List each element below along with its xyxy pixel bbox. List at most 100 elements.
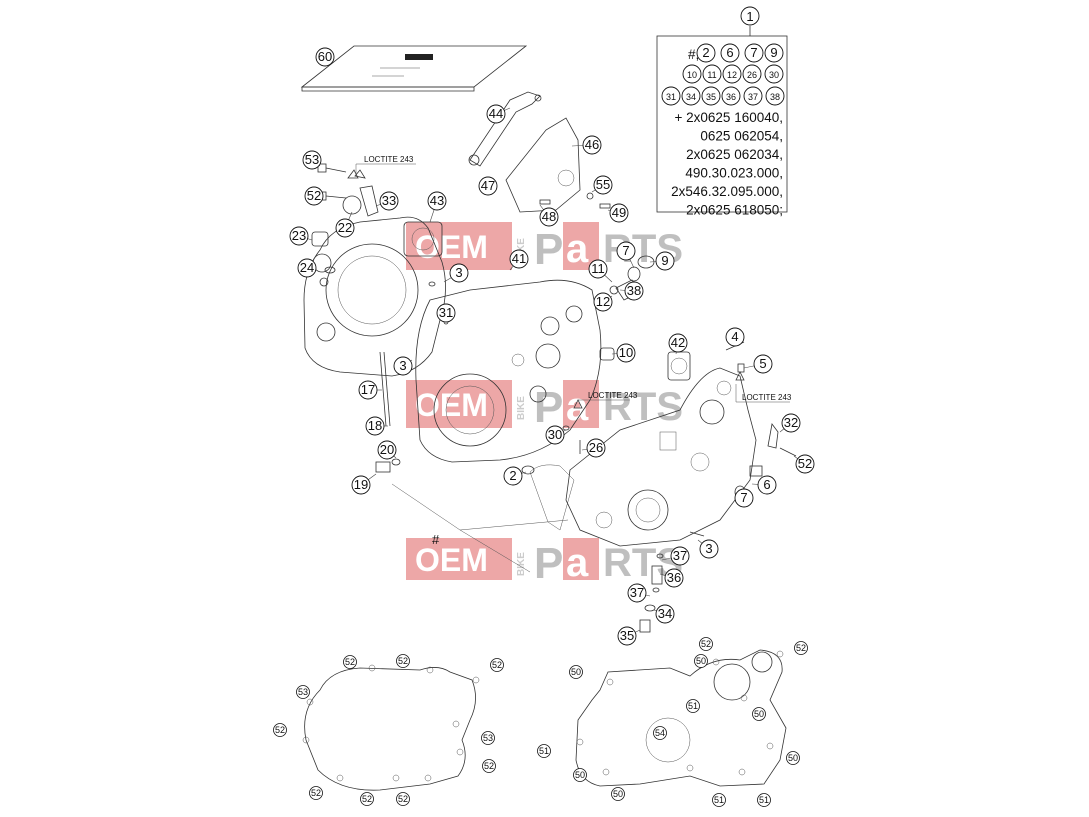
kit-part-line: + 2x0625 160040, xyxy=(675,110,783,125)
part-callout-43: 43 xyxy=(427,191,447,211)
hash-label: # xyxy=(432,532,440,547)
hash-bracket xyxy=(391,483,569,573)
svg-text:36: 36 xyxy=(667,570,681,585)
svg-text:38: 38 xyxy=(627,283,641,298)
svg-text:30: 30 xyxy=(548,427,562,442)
watermark-bottom: OEM BIKE P a RTS xyxy=(406,538,683,588)
svg-text:54: 54 xyxy=(655,728,665,738)
part-callout-5: 5 xyxy=(753,354,773,374)
kit-part-callout: 37 xyxy=(743,86,763,106)
kit-part-callout: 6 xyxy=(720,43,740,63)
svg-text:48: 48 xyxy=(542,209,556,224)
svg-text:3: 3 xyxy=(705,541,712,556)
svg-text:5: 5 xyxy=(759,356,766,371)
gasket-callout-52: 52 xyxy=(396,654,410,668)
gasket-callout-52: 52 xyxy=(794,641,808,655)
kit-part-line: 2x0625 062034, xyxy=(686,147,783,162)
part-callout-20: 20 xyxy=(377,440,397,460)
svg-text:35: 35 xyxy=(706,92,716,102)
svg-text:38: 38 xyxy=(770,92,780,102)
svg-text:22: 22 xyxy=(338,220,352,235)
kit-part-callout: 38 xyxy=(765,86,785,106)
svg-text:OEM: OEM xyxy=(415,542,488,578)
kit-part-line: 2x0625 618050; xyxy=(686,203,783,218)
kit-part-callout: 31 xyxy=(661,86,681,106)
manual-booklet xyxy=(300,45,528,92)
part-callout-24: 24 xyxy=(297,258,317,278)
gasket-callout-53: 53 xyxy=(296,685,310,699)
svg-text:53: 53 xyxy=(298,687,308,697)
part-callout-53: 53 xyxy=(302,150,322,170)
part-callout-49: 49 xyxy=(609,203,629,223)
gasket-callout-50: 50 xyxy=(694,654,708,668)
svg-text:2: 2 xyxy=(509,468,516,483)
svg-text:52: 52 xyxy=(307,188,321,203)
kit-callout: 1 xyxy=(740,6,760,26)
clutch-cover-gasket xyxy=(302,664,480,791)
svg-text:49: 49 xyxy=(612,205,626,220)
svg-text:RTS: RTS xyxy=(603,385,683,429)
kit-part-callout: 34 xyxy=(681,86,701,106)
part-callout-7: 7 xyxy=(616,241,636,261)
kit-part-callout: 35 xyxy=(701,86,721,106)
part-callout-19: 19 xyxy=(351,475,371,495)
kit-part-callout: 36 xyxy=(721,86,741,106)
svg-text:36: 36 xyxy=(726,92,736,102)
svg-text:30: 30 xyxy=(769,70,779,80)
svg-text:7: 7 xyxy=(740,490,747,505)
svg-text:26: 26 xyxy=(589,440,603,455)
svg-text:OEM: OEM xyxy=(415,229,488,265)
svg-text:OEM: OEM xyxy=(415,387,488,423)
svg-text:12: 12 xyxy=(596,294,610,309)
svg-text:53: 53 xyxy=(483,733,493,743)
svg-text:18: 18 xyxy=(368,418,382,433)
svg-text:1: 1 xyxy=(746,9,753,24)
part-callout-38: 38 xyxy=(624,281,644,301)
part-callout-46: 46 xyxy=(582,135,602,155)
part-callout-23: 23 xyxy=(289,226,309,246)
gasket-callout-52: 52 xyxy=(309,786,323,800)
svg-text:43: 43 xyxy=(430,193,444,208)
kit-box xyxy=(656,26,788,213)
svg-text:34: 34 xyxy=(686,92,696,102)
gasket-callout-52: 52 xyxy=(490,658,504,672)
svg-text:6: 6 xyxy=(763,477,770,492)
svg-text:7: 7 xyxy=(750,45,757,60)
svg-text:50: 50 xyxy=(571,667,581,677)
svg-text:a: a xyxy=(566,385,589,429)
kit-lead: #, xyxy=(688,47,699,62)
gasket-callout-52: 52 xyxy=(482,759,496,773)
part-callout-31: 31 xyxy=(436,303,456,323)
gasket-callout-52: 52 xyxy=(360,792,374,806)
svg-text:52: 52 xyxy=(275,725,285,735)
svg-text:17: 17 xyxy=(361,382,375,397)
part-callout-3: 3 xyxy=(449,263,469,283)
gasket-callout-53: 53 xyxy=(481,731,495,745)
part-callout-10: 10 xyxy=(616,343,636,363)
svg-text:34: 34 xyxy=(658,606,672,621)
kit-part-callout: 30 xyxy=(764,64,784,84)
part-callout-48: 48 xyxy=(539,207,559,227)
loctite-label: LOCTITE 243 xyxy=(588,391,638,400)
svg-text:3: 3 xyxy=(455,265,462,280)
svg-text:3: 3 xyxy=(399,358,406,373)
svg-text:7: 7 xyxy=(622,243,629,258)
loctite-label: LOCTITE 243 xyxy=(742,393,792,402)
watermark-middle: OEM BIKE P a RTS xyxy=(406,380,683,432)
part-callout-11: 11 xyxy=(588,259,608,279)
svg-text:50: 50 xyxy=(575,770,585,780)
gasket-callout-52: 52 xyxy=(396,792,410,806)
svg-text:52: 52 xyxy=(492,660,502,670)
part-callout-60: 60 xyxy=(315,47,335,67)
part-callout-32: 32 xyxy=(781,413,801,433)
svg-text:31: 31 xyxy=(439,305,453,320)
crankcase-gasket xyxy=(529,464,575,531)
part-callout-35: 35 xyxy=(617,626,637,646)
svg-text:P: P xyxy=(534,225,563,274)
svg-text:37: 37 xyxy=(630,585,644,600)
svg-text:19: 19 xyxy=(354,477,368,492)
svg-text:55: 55 xyxy=(596,177,610,192)
svg-text:2: 2 xyxy=(702,45,709,60)
